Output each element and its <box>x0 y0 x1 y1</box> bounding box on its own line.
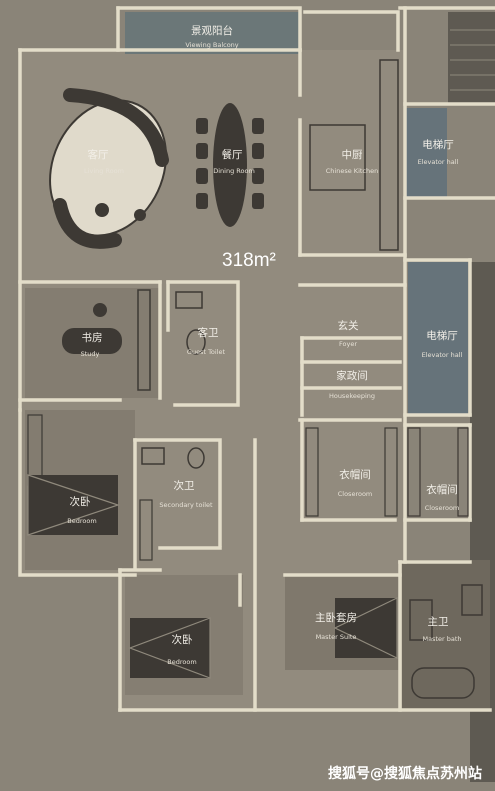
dining-label-en: Dining Room <box>213 167 255 175</box>
guest-toilet-label-en: Guest Toilet <box>187 348 226 356</box>
secondary-toilet-fixtures <box>141 447 205 469</box>
closet-fixtures <box>27 414 469 561</box>
bedroom-bottom-label: 次卧 <box>172 633 193 646</box>
foyer-label-en: Foyer <box>339 340 357 348</box>
study-furniture <box>62 289 151 391</box>
closet1-label-en: Closeroom <box>338 490 373 498</box>
closet1-label: 衣帽间 <box>339 468 371 481</box>
living-label-en: Living Room <box>84 167 124 175</box>
secondary-toilet-label: 次卫 <box>174 479 195 492</box>
bed-master <box>333 597 398 659</box>
elevator-top-label-en: Elevator hall <box>418 158 459 166</box>
elevator-hall-mid-zone <box>408 262 468 414</box>
foyer-label: 玄关 <box>338 319 359 332</box>
balcony-label: 景观阳台 <box>191 24 233 37</box>
stair-zone-right <box>448 12 495 104</box>
bed-left <box>27 474 120 536</box>
master-label: 主卧套房 <box>315 611 357 624</box>
bedroom-left-label: 次卧 <box>70 495 91 508</box>
balcony-label-en: Viewing Balcony <box>185 41 238 49</box>
bedroom-bottom-label-en: Bedroom <box>167 658 196 666</box>
walls <box>18 6 495 712</box>
area-label: 318m² <box>222 250 276 271</box>
watermark: 搜狐号@搜狐焦点苏州站 <box>328 765 482 782</box>
guest-toilet-fixtures <box>175 291 206 355</box>
living-label: 客厅 <box>88 148 109 161</box>
master-bath-label-en: Master bath <box>422 635 461 643</box>
elevator-hall-top-zone <box>405 108 447 198</box>
bedroom-left-label-en: Bedroom <box>67 517 96 525</box>
dining-furniture <box>196 103 264 227</box>
closet2-label-en: Closeroom <box>425 504 460 512</box>
balcony-zone <box>125 12 300 54</box>
housekeeping-label-en: Housekeeping <box>329 392 375 400</box>
master-bath-fixtures <box>409 584 483 699</box>
closet2-label: 衣帽间 <box>426 483 458 496</box>
elevator-mid-label: 电梯厅 <box>426 329 458 342</box>
elevator-top-label: 电梯厅 <box>422 138 454 151</box>
guest-toilet-label: 客卫 <box>198 326 219 339</box>
master-bath-label: 主卫 <box>428 616 449 628</box>
study-label-en: Study <box>81 350 100 358</box>
secondary-toilet-label-en: Secondary toilet <box>159 501 213 509</box>
housekeeping-label: 家政间 <box>336 369 368 382</box>
elevator-mid-label-en: Elevator hall <box>422 351 463 359</box>
bed-bottom <box>128 617 211 679</box>
stair-steps <box>450 29 495 91</box>
living-room-furniture <box>49 88 169 249</box>
kitchen-label-en: Chinese Kitchen <box>326 167 378 175</box>
dining-label: 餐厅 <box>222 148 243 161</box>
study-label: 书房 <box>82 331 103 344</box>
kitchen-label: 中厨 <box>342 148 363 161</box>
kitchen-furniture <box>309 59 399 251</box>
master-label-en: Master Suite <box>316 633 357 641</box>
